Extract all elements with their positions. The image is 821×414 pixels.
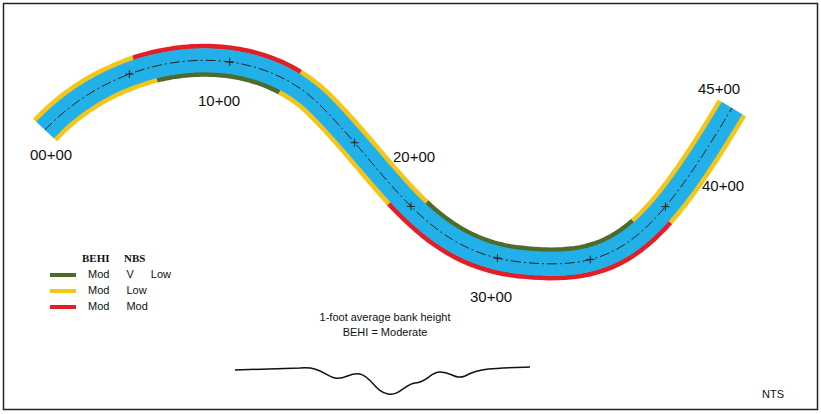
legend-text: Mod Low [88,284,147,296]
station-label: 30+00 [470,288,512,305]
note: BEHI = Moderate [343,326,428,338]
station-tick [407,202,415,210]
centerline [45,60,732,264]
station-label: 40+00 [702,177,744,194]
station-label: 45+00 [698,80,740,97]
legend-text: Mod Mod [88,300,148,312]
station-ticks [125,58,669,264]
station-label: 00+00 [30,146,72,163]
station-label: 10+00 [198,92,240,109]
legend-swatch [50,273,76,277]
legend-text: Mod V Low [88,268,171,280]
legend-swatch [50,305,76,309]
legend-swatch [50,289,76,293]
bank-lines [35,46,744,278]
station-tick [661,203,669,211]
legend-header: BEHI [82,252,110,264]
station-tick [493,254,501,262]
stream-channel [45,60,732,264]
frame [4,4,818,410]
station-tick [226,58,234,66]
note: 1-foot average bank height [320,311,451,323]
legend-header: NBS [124,252,145,264]
station-tick [125,70,133,78]
station-tick [586,256,594,264]
scale-note: NTS [762,388,784,400]
station-label: 20+00 [393,148,435,165]
station-tick [351,139,359,147]
cross-section [235,367,530,394]
